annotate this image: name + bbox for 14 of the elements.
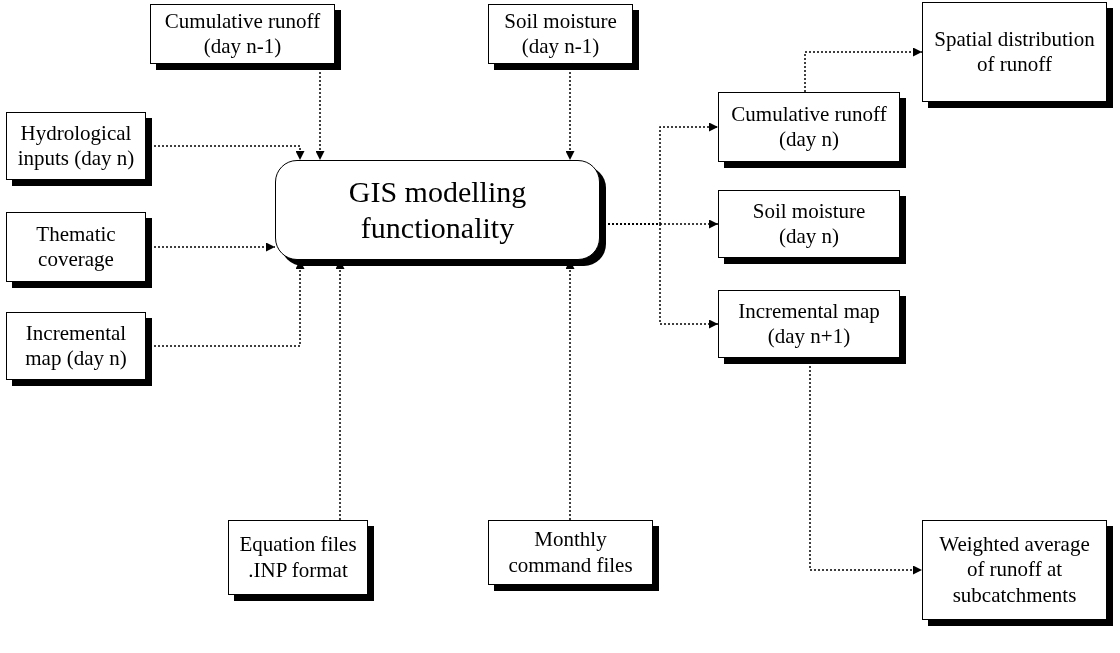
box-label: Incremental map (day n) <box>24 320 128 372</box>
box-label: Cumulative runoff (day n) <box>730 101 888 153</box>
box-label: Weighted average of runoff at subcatchments <box>938 532 1091 608</box>
box-label: Cumulative runoff (day n-1) <box>163 8 322 60</box>
box-label: Spatial distribution of runoff <box>933 26 1096 78</box>
box-label: Soil moisture (day n-1) <box>503 8 618 60</box>
arrow <box>804 47 923 93</box>
box-label: GIS modelling functionality <box>347 174 528 246</box>
box-label: Equation files .INP format <box>238 532 358 583</box>
box-label: Thematic coverage <box>35 221 117 273</box>
box-label: Monthly command files <box>507 527 634 578</box>
box-label: Incremental map (day n+1) <box>737 298 881 350</box>
box-label: Soil moisture (day n) <box>751 198 867 250</box>
box-label: Hydrological inputs (day n) <box>16 120 136 172</box>
